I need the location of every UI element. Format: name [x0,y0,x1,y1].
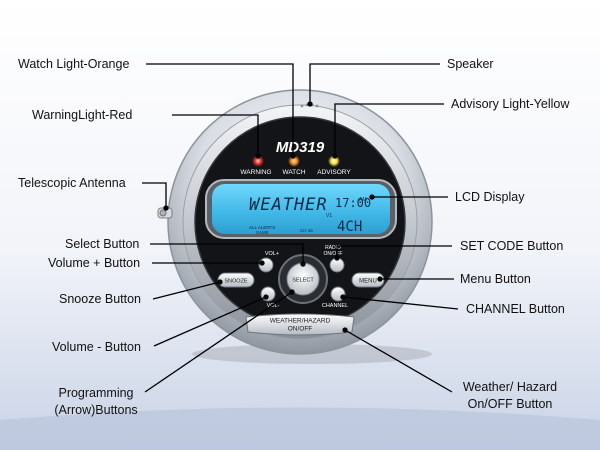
programming-line-2: (Arrow)Buttons [54,402,138,417]
leader-lines [142,63,459,393]
select-button-label: SELECT [292,278,314,284]
watch-led [288,155,300,167]
radio-onoff-button[interactable]: RADIO ON/OFF [324,245,345,273]
watch-indicator-label: WATCH [282,169,305,176]
weather-hazard-line-1: Weather/ Hazard [462,380,558,394]
select-button-callout: Select Button [65,237,140,251]
watch-light-label: Watch Light-Orange [18,57,130,71]
weather-hazard-button[interactable]: WEATHER/HAZARD ON/OFF [245,313,355,336]
lcd-v1-text: V1 [326,213,332,219]
warning-light-label: WarningLight-Red [32,108,133,122]
speaker-label: Speaker [447,57,494,71]
menu-button[interactable]: MENU [351,272,385,288]
vol-minus-label: VOL- [267,303,280,309]
background-wave [0,407,600,450]
speaker-grill [300,103,319,108]
volume-plus-callout: Volume + Button [48,256,141,270]
telescopic-antenna-label: Telescopic Antenna [18,176,126,190]
weather-hazard-label-2: ON/OFF [288,326,313,333]
advisory-indicator-label: ADVISORY [317,169,351,176]
telescopic-antenna [157,207,173,219]
volume-minus-callout: Volume - Button [52,340,141,354]
model-label: MD319 [276,139,325,156]
lcd-time-text: 17:00 [335,196,371,210]
snooze-button[interactable]: SNOOZE [217,272,255,288]
lcd-small-left2: SAME [256,230,269,235]
lcd-channel-text: 4CH [337,219,362,235]
channel-label: CHANNEL [322,303,348,309]
warning-indicator-label: WARNING [240,169,271,176]
radio-label-1: RADIO [325,245,341,251]
weather-hazard-callout: Weather/ Hazard On/OFF Button [452,379,568,413]
lcd-small-mid: CH 16 [300,228,313,233]
weather-hazard-line-2: On/OFF Button [467,396,553,411]
lcd-display [212,184,390,234]
radio-device: MD319 WARNING WATCH ADVISORY WEATHER 17:… [157,89,433,364]
menu-button-callout: Menu Button [460,272,531,286]
warning-led [252,155,264,167]
set-code-button-callout: SET CODE Button [460,239,564,253]
menu-label: MENU [359,279,377,285]
snooze-button-callout: Snooze Button [59,292,142,306]
lcd-small-left: ALL ALERTS [249,225,275,230]
lcd-display-label: LCD Display [455,190,525,204]
lcd-main-text: WEATHER [249,195,328,215]
channel-button-callout: CHANNEL Button [466,302,565,316]
vol-plus-label: VOL+ [265,251,279,257]
programming-buttons-callout: Programming (Arrow)Buttons [48,385,144,419]
programming-line-1: Programming [58,386,134,400]
lcd-am-text: AM [359,197,367,203]
radio-label-2: ON/OFF [324,251,343,257]
advisory-led [328,155,340,167]
snooze-label: SNOOZE [224,279,248,285]
advisory-light-label: Advisory Light-Yellow [451,97,570,111]
weather-hazard-label-1: WEATHER/HAZARD [270,318,331,325]
